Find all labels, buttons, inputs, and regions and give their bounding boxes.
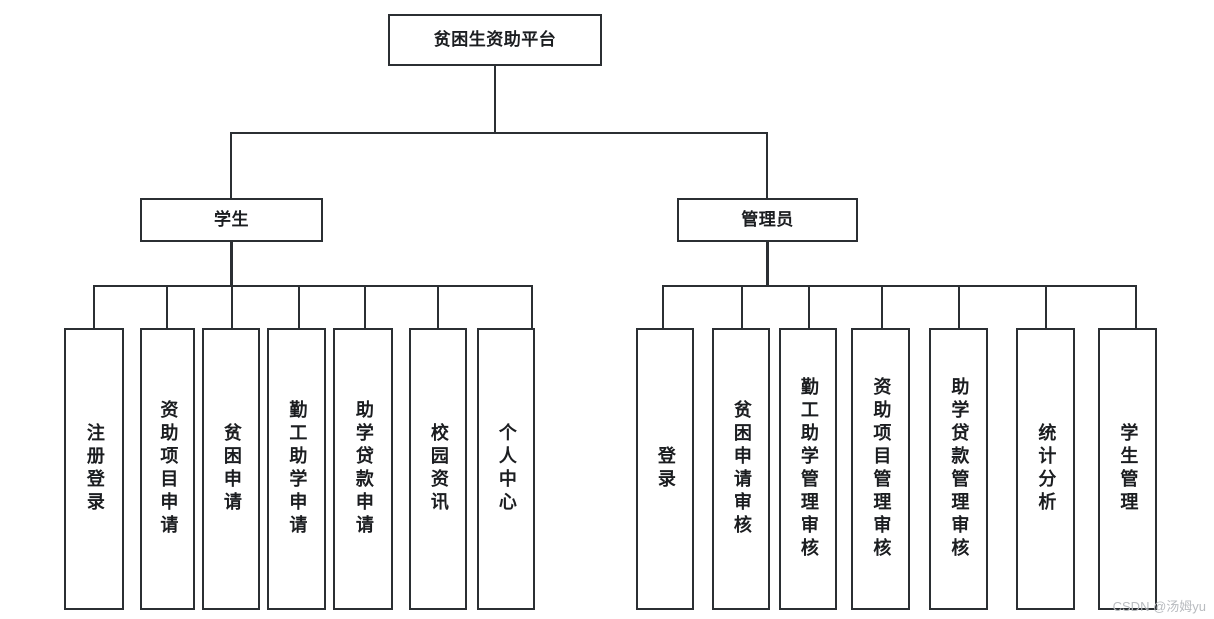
edge-admin-bus	[662, 285, 1137, 287]
edge-root-stem	[494, 66, 496, 132]
node-branch-admin-label: 管理员	[741, 210, 794, 230]
csdn-watermark: CSDN @汤姆yu	[1112, 599, 1206, 614]
node-admin-leaf-1-label: 贫困申请审核	[731, 400, 752, 538]
node-student-leaf-6-label: 个人中心	[496, 423, 517, 515]
node-root-label: 贫困生资助平台	[433, 30, 557, 50]
edge-admin-drop-2	[808, 285, 810, 329]
node-admin-leaf-3[interactable]: 资助项目管理审核	[851, 328, 910, 610]
edge-student-drop-3	[298, 285, 300, 329]
node-student-leaf-3-label: 勤工助学申请	[287, 400, 308, 538]
edge-student-drop-5	[437, 285, 439, 329]
node-admin-leaf-1[interactable]: 贫困申请审核	[712, 328, 770, 610]
node-admin-leaf-5[interactable]: 统计分析	[1016, 328, 1075, 610]
node-student-leaf-4[interactable]: 助学贷款申请	[333, 328, 393, 610]
node-admin-leaf-6-label: 学生管理	[1118, 423, 1139, 515]
edge-student-drop-1	[166, 285, 168, 329]
edge-admin-drop-4	[958, 285, 960, 329]
node-admin-leaf-2-label: 勤工助学管理审核	[798, 377, 819, 561]
edge-level2-bus	[230, 132, 768, 134]
node-branch-admin[interactable]: 管理员	[677, 198, 858, 242]
node-root[interactable]: 贫困生资助平台	[388, 14, 602, 66]
node-student-leaf-3[interactable]: 勤工助学申请	[267, 328, 326, 610]
edge-admin-drop-3	[881, 285, 883, 329]
edge-student-drop-6	[531, 285, 533, 329]
node-admin-leaf-6[interactable]: 学生管理	[1098, 328, 1157, 610]
edge-student-bus	[93, 285, 533, 287]
node-student-leaf-5-label: 校园资讯	[428, 423, 449, 515]
edge-student-drop-4	[364, 285, 366, 329]
node-admin-leaf-2[interactable]: 勤工助学管理审核	[779, 328, 837, 610]
node-student-leaf-1-label: 资助项目申请	[158, 400, 179, 538]
node-admin-leaf-3-label: 资助项目管理审核	[871, 377, 892, 561]
edge-admin-drop-0	[662, 285, 664, 329]
edge-admin-drop-1	[741, 285, 743, 329]
node-admin-leaf-5-label: 统计分析	[1036, 423, 1057, 515]
edge-admin-drop-6	[1135, 285, 1137, 329]
node-student-leaf-5[interactable]: 校园资讯	[409, 328, 467, 610]
node-branch-student[interactable]: 学生	[140, 198, 323, 242]
node-student-leaf-0[interactable]: 注册登录	[64, 328, 124, 610]
edge-drop-admin	[766, 132, 768, 198]
node-admin-leaf-4[interactable]: 助学贷款管理审核	[929, 328, 988, 610]
edge-student-drop-2	[231, 285, 233, 329]
node-student-leaf-2-label: 贫困申请	[221, 423, 242, 515]
node-student-leaf-6[interactable]: 个人中心	[477, 328, 535, 610]
node-admin-leaf-4-label: 助学贷款管理审核	[949, 377, 970, 561]
edge-drop-student	[230, 132, 232, 198]
node-admin-leaf-0[interactable]: 登录	[636, 328, 694, 610]
node-admin-leaf-0-label: 登录	[655, 446, 676, 492]
edge-admin-drop-5	[1045, 285, 1047, 329]
node-branch-student-label: 学生	[214, 210, 249, 230]
edge-student-stem	[230, 242, 233, 286]
node-student-leaf-0-label: 注册登录	[84, 423, 105, 515]
edge-student-drop-0	[93, 285, 95, 329]
node-student-leaf-1[interactable]: 资助项目申请	[140, 328, 195, 610]
node-student-leaf-2[interactable]: 贫困申请	[202, 328, 260, 610]
edge-admin-stem	[766, 242, 769, 286]
node-student-leaf-4-label: 助学贷款申请	[353, 400, 374, 538]
